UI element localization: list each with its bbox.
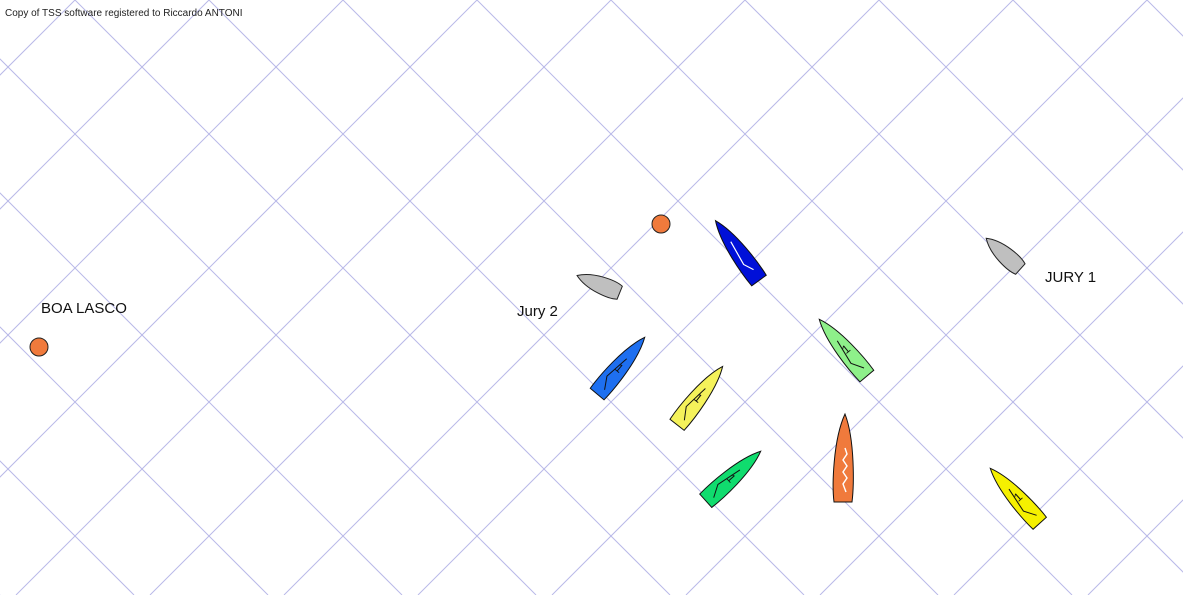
boa-lasco-label: BOA LASCO bbox=[41, 300, 127, 317]
grid-line bbox=[477, 0, 1072, 595]
boat-blue[interactable]: 1 bbox=[590, 331, 652, 400]
grid-line bbox=[418, 0, 1013, 595]
jury-1-label: JURY 1 bbox=[1045, 269, 1096, 286]
grid-line bbox=[284, 0, 879, 595]
boat-light-green[interactable]: 1 bbox=[812, 313, 874, 382]
boat-yellow-right[interactable]: 1 bbox=[983, 462, 1047, 530]
boa-lasco-mark[interactable] bbox=[30, 338, 48, 356]
grid-line bbox=[0, 0, 268, 595]
grid-line bbox=[552, 0, 1147, 595]
windward-mark[interactable] bbox=[652, 215, 670, 233]
grid-line bbox=[75, 0, 670, 595]
boat-orange[interactable] bbox=[833, 414, 853, 502]
grid-line bbox=[0, 0, 75, 595]
jury-2-label: Jury 2 bbox=[517, 303, 558, 320]
grid-line bbox=[150, 0, 745, 595]
grid-line bbox=[611, 0, 1183, 595]
grid-line bbox=[0, 0, 134, 595]
boat-green[interactable]: 1 bbox=[699, 444, 767, 508]
grid-line bbox=[0, 0, 402, 595]
boat-yellow-center[interactable]: 1 bbox=[670, 361, 730, 431]
grid-line bbox=[0, 0, 536, 595]
jury-1-boat[interactable] bbox=[980, 232, 1026, 276]
grid-line bbox=[1013, 0, 1183, 595]
grid-line bbox=[820, 0, 1183, 595]
watermark-text: Copy of TSS software registered to Ricca… bbox=[5, 8, 243, 19]
grid-line bbox=[0, 0, 343, 595]
grid-line bbox=[686, 0, 1183, 595]
grid-line bbox=[209, 0, 804, 595]
grid-line bbox=[16, 0, 611, 595]
grid-line bbox=[954, 0, 1183, 595]
grid-line bbox=[343, 0, 938, 595]
